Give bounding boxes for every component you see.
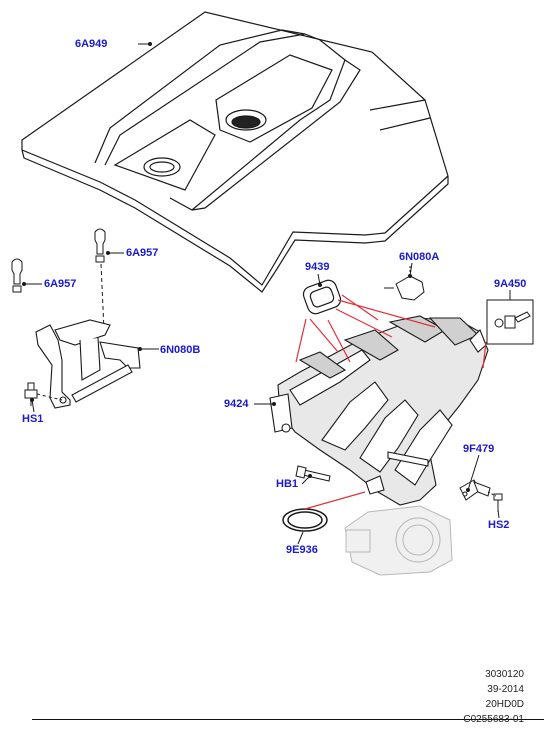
bolt-hb1[interactable] [295, 465, 331, 482]
callout-6n080b[interactable]: 6N080B [160, 344, 201, 356]
footer-code-3: 20HD0D [485, 699, 524, 710]
callout-9424[interactable]: 9424 [224, 398, 249, 410]
footer-code-2: 39-2014 [487, 684, 524, 695]
engine-cover[interactable] [21, 11, 449, 293]
callout-9e936[interactable]: 9E936 [286, 544, 318, 556]
callout-hs2[interactable]: HS2 [488, 519, 510, 531]
red-leader-lines [295, 294, 487, 510]
bottom-divider [32, 719, 544, 720]
callout-9439[interactable]: 9439 [305, 261, 330, 273]
callout-hs1[interactable]: HS1 [22, 413, 44, 425]
callout-9f479[interactable]: 9F479 [463, 443, 495, 455]
screw-hs2[interactable] [487, 491, 503, 512]
callout-9a450[interactable]: 9A450 [494, 278, 527, 290]
stud-left[interactable] [11, 258, 23, 293]
intake-manifold[interactable] [269, 315, 489, 506]
callout-6n080a[interactable]: 6N080A [399, 251, 440, 263]
callout-6a949[interactable]: 6A949 [75, 38, 108, 50]
footer-code-1: 3030120 [485, 669, 524, 680]
valve-9a450[interactable] [486, 299, 534, 345]
seal-9e936[interactable] [282, 508, 328, 532]
clip-6n080a[interactable] [384, 266, 425, 301]
footer-code-4: C0255683-01 [463, 714, 524, 725]
callout-6a957-left[interactable]: 6A957 [44, 278, 77, 290]
gasket-9439[interactable] [301, 278, 343, 316]
sensor-9f479[interactable] [459, 479, 491, 501]
bracket[interactable] [35, 319, 141, 409]
callout-hb1[interactable]: HB1 [276, 478, 299, 490]
callout-6a957-upper[interactable]: 6A957 [126, 247, 159, 259]
stud-upper[interactable] [94, 228, 106, 263]
throttle-body-reference [344, 505, 453, 576]
callout-leader-lines [22, 42, 511, 545]
